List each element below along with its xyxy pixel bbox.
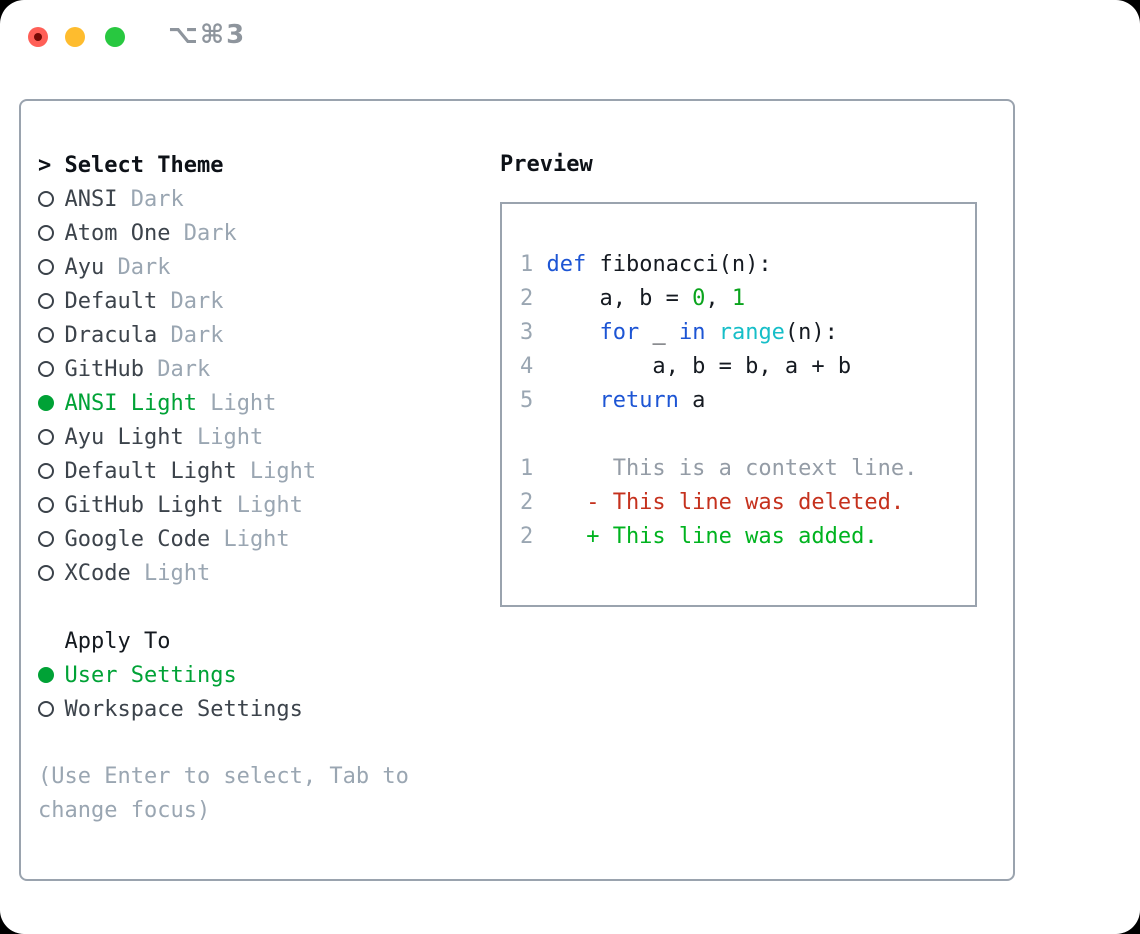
radio-icon [38,293,54,309]
option-variant: Light [183,424,264,450]
line-number: 2 [520,490,534,515]
code-line: 2 + This line was added. [520,520,975,554]
option-variant: Dark [157,322,224,348]
code-line: 5 return a [520,384,975,418]
line-number [520,418,533,452]
option-label: Default Light [64,458,237,484]
option-label: Google Code [64,526,211,552]
apply-to-item[interactable]: User Settings [38,658,468,692]
code-line: 4 a, b = b, a + b [520,350,975,384]
minimize-button[interactable] [65,27,85,47]
option-label: ANSI [64,186,118,212]
radio-icon [38,565,54,581]
option-variant: Light [236,458,317,484]
preview-title: Preview [500,152,593,177]
theme-item[interactable]: GitHub Light Light [38,488,468,522]
option-label: Dracula [64,322,158,348]
code-line: 1 This is a context line. [520,452,975,486]
prompt-icon: > [38,152,52,178]
option-variant: Light [210,526,290,552]
radio-icon [38,191,54,207]
option-variant: Light [223,492,303,518]
select-theme-header: > Select Theme [38,148,468,182]
option-variant: Dark [104,254,171,280]
radio-icon [38,327,54,343]
radio-icon [38,497,54,513]
radio-icon [38,225,54,241]
code-line: 3 for _ in range(n): [520,316,975,350]
option-variant: Light [196,390,277,416]
radio-icon [38,429,54,445]
line-number: 2 [520,286,534,311]
apply-to-item[interactable]: Workspace Settings [38,692,468,726]
radio-icon [38,701,54,717]
zoom-button[interactable] [105,27,125,47]
option-label: Ayu Light [64,424,184,450]
line-number: 3 [520,320,534,345]
theme-item[interactable]: Default Light Light [38,454,468,488]
line-number: 4 [520,354,534,379]
option-label: Atom One [64,220,171,246]
line-number: 1 [520,252,534,277]
window-title: ⌥⌘3 [168,20,247,50]
option-variant: Light [130,560,211,586]
theme-item[interactable]: Google Code Light [38,522,468,556]
close-button[interactable] [28,27,48,47]
code-line [520,418,975,452]
radio-icon [38,361,54,377]
apply-to-header: Apply To [38,624,468,658]
theme-item[interactable]: ANSI Dark [38,182,468,216]
radio-selected-icon [38,395,54,411]
theme-item[interactable]: Ayu Dark [38,250,468,284]
radio-icon [38,531,54,547]
radio-icon [38,259,54,275]
line-number: 5 [520,388,534,413]
theme-item[interactable]: Atom One Dark [38,216,468,250]
option-label: GitHub [64,356,144,382]
option-label: XCode [64,560,131,586]
option-label: GitHub Light [64,492,224,518]
option-label: Ayu [64,254,105,280]
radio-icon [38,463,54,479]
theme-item[interactable]: GitHub Dark [38,352,468,386]
theme-item[interactable]: Default Dark [38,284,468,318]
line-number: 1 [520,456,534,481]
option-variant: Dark [117,186,184,212]
option-label: Workspace Settings [64,696,303,722]
option-variant: Dark [170,220,237,246]
option-variant: Dark [143,356,211,382]
option-label: Default [64,288,158,314]
apply-to-title: Apply To [64,628,171,654]
radio-selected-icon [38,667,54,683]
theme-item[interactable]: Ayu Light Light [38,420,468,454]
help-text: (Use Enter to select, Tab to change focu… [38,764,409,823]
theme-item[interactable]: Dracula Dark [38,318,468,352]
code-line: 2 a, b = 0, 1 [520,282,975,316]
theme-item[interactable]: XCode Light [38,556,468,590]
select-theme-title: Select Theme [64,152,224,178]
line-number: 2 [520,524,534,549]
code-line: 2 - This line was deleted. [520,486,975,520]
option-label: User Settings [64,662,237,688]
option-label: ANSI Light [64,390,197,416]
title-bar: ⌥⌘3 [0,0,1140,72]
theme-item[interactable]: ANSI Light Light [38,386,468,420]
option-variant: Dark [157,288,224,314]
